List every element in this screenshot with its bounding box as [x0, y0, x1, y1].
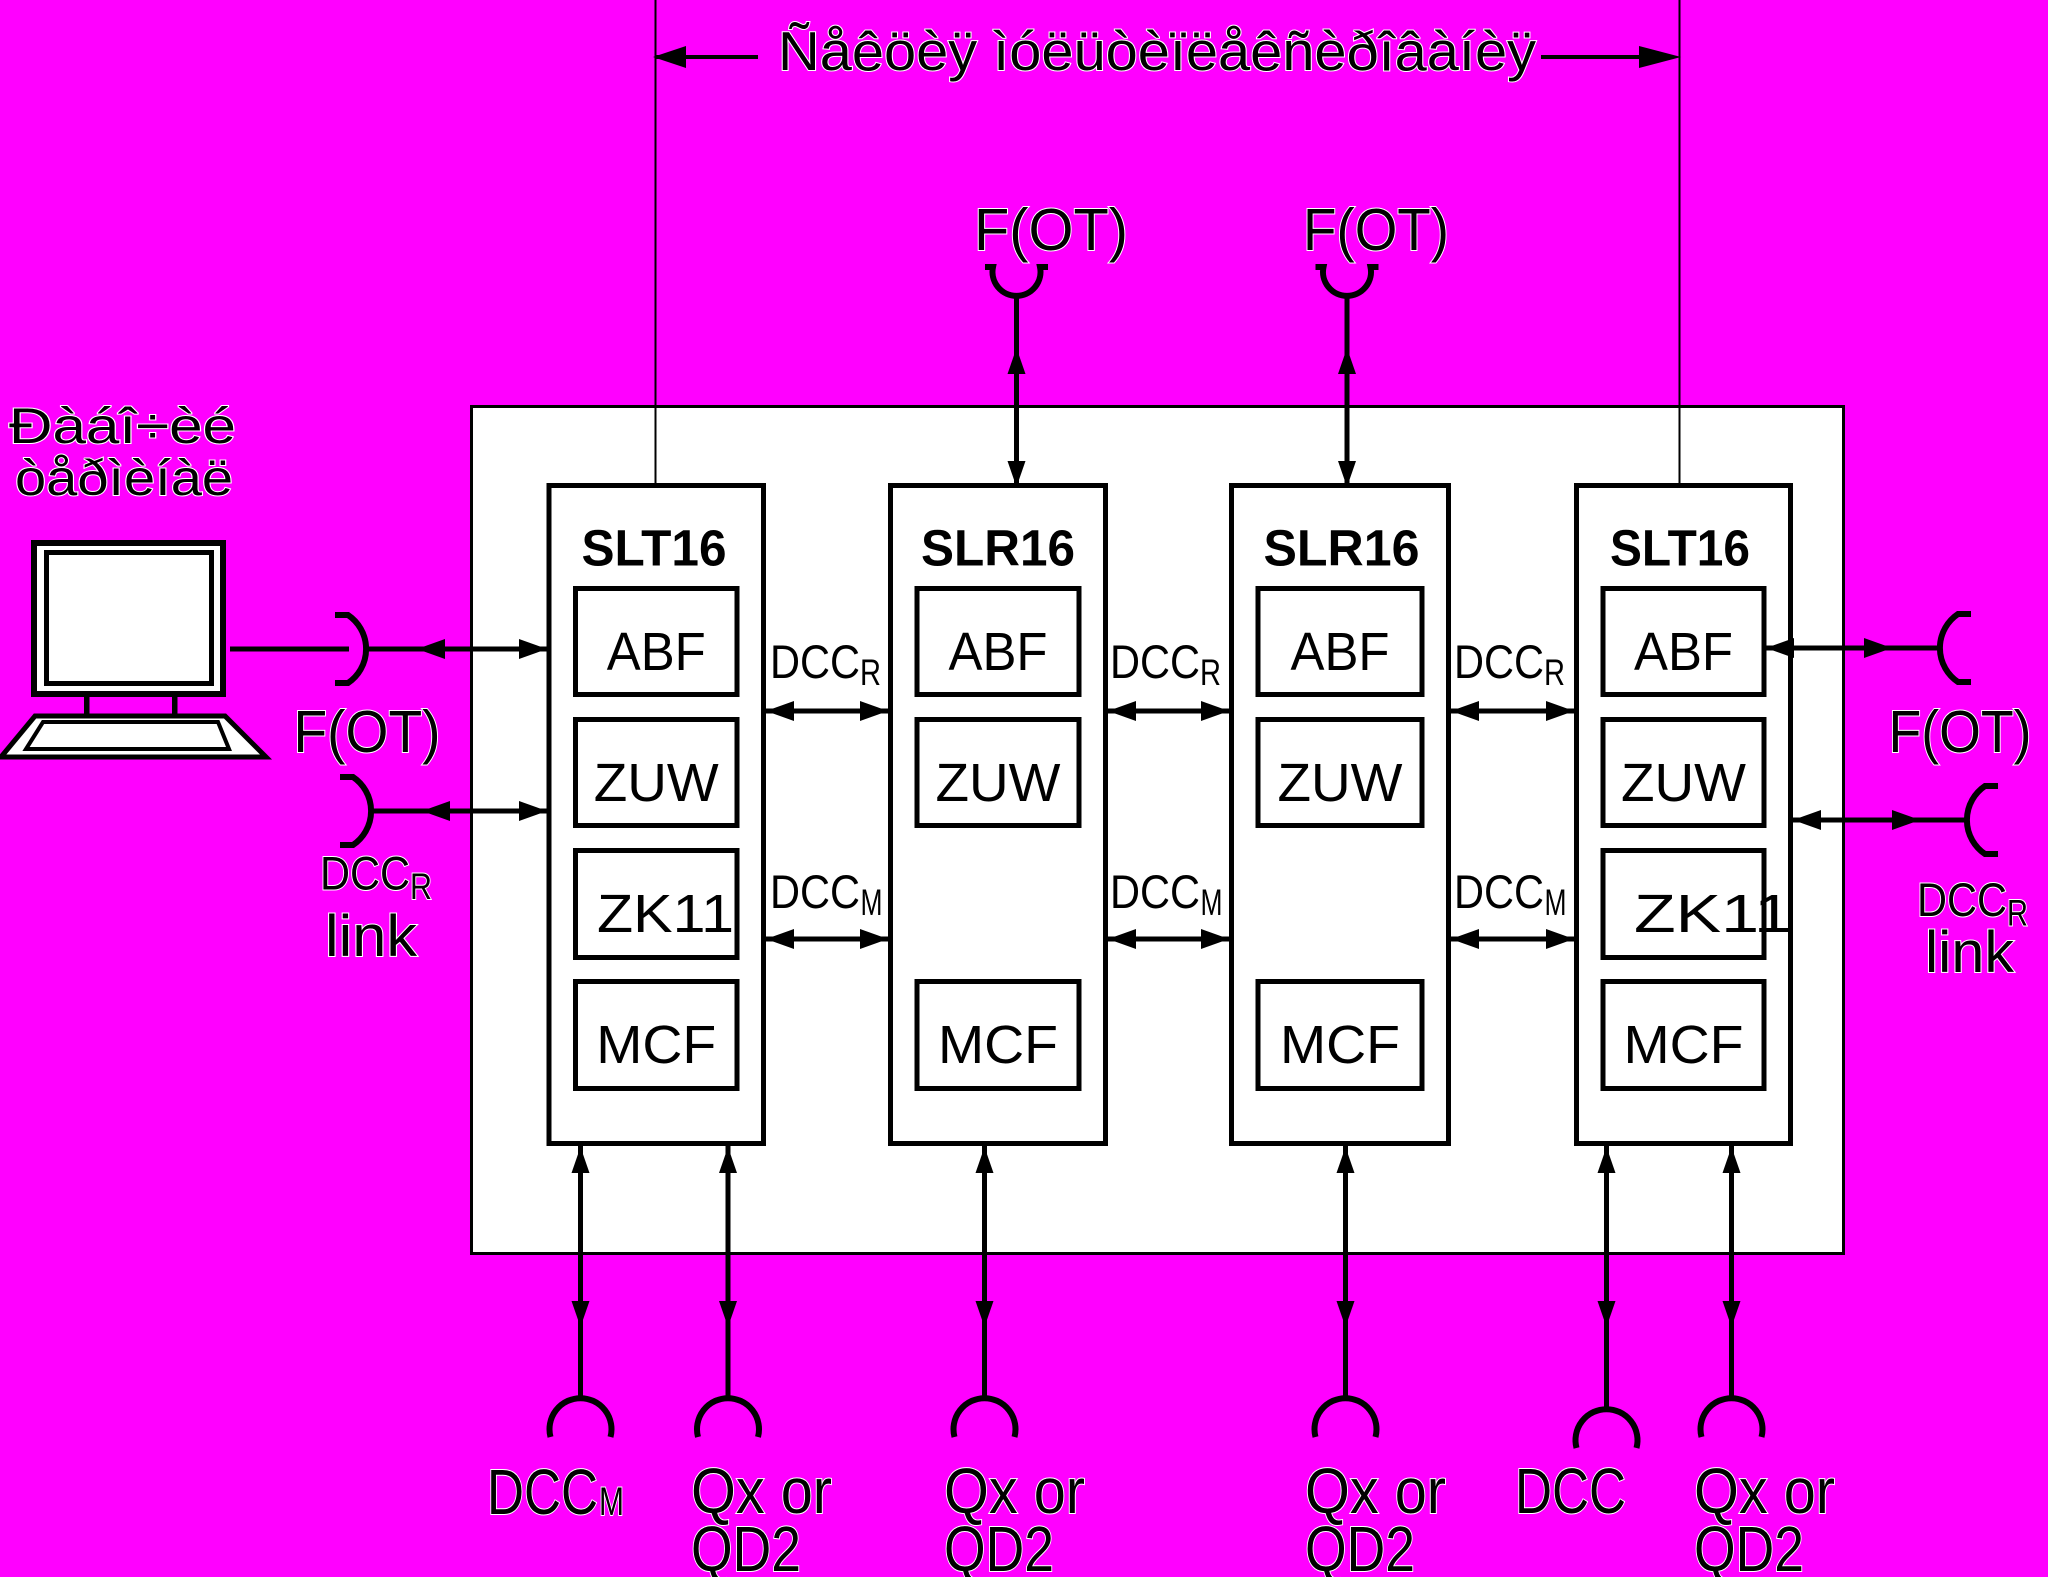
svg-text:M: M — [1201, 882, 1223, 923]
svg-text:R: R — [1200, 652, 1221, 693]
svg-text:ABF: ABF — [949, 622, 1048, 682]
svg-text:QD2: QD2 — [1305, 1513, 1415, 1577]
svg-text:M: M — [1545, 882, 1567, 923]
svg-text:ABF: ABF — [607, 622, 706, 682]
svg-text:DCC: DCC — [320, 847, 410, 900]
svg-text:ZK11: ZK11 — [1634, 884, 1792, 944]
svg-text:Qx or: Qx or — [1305, 1455, 1446, 1527]
svg-text:link: link — [1925, 920, 2015, 985]
svg-text:F(OT): F(OT) — [294, 699, 441, 765]
svg-text:M: M — [599, 1480, 624, 1524]
svg-text:Ñåêöèÿ ìóëüòèïëåêñèðîâàíèÿ: Ñåêöèÿ ìóëüòèïëåêñèðîâàíèÿ — [778, 20, 1537, 82]
svg-text:ZUW: ZUW — [1621, 753, 1746, 813]
svg-text:M: M — [861, 882, 883, 923]
svg-text:DCC: DCC — [1917, 873, 2007, 926]
svg-text:SLT16: SLT16 — [1610, 520, 1750, 577]
svg-text:MCF: MCF — [596, 1015, 716, 1075]
svg-text:òåðìèíàë: òåðìèíàë — [15, 450, 233, 506]
svg-text:SLT16: SLT16 — [582, 520, 727, 577]
svg-text:ABF: ABF — [1291, 622, 1390, 682]
svg-text:DCC: DCC — [770, 865, 860, 918]
svg-text:ZK11: ZK11 — [597, 884, 734, 944]
svg-text:F(OT): F(OT) — [1889, 699, 2032, 765]
svg-text:QD2: QD2 — [691, 1513, 801, 1577]
svg-text:Qx or: Qx or — [1694, 1455, 1835, 1527]
svg-text:F(OT): F(OT) — [974, 197, 1128, 263]
svg-text:R: R — [2007, 893, 2028, 934]
svg-text:Ðàáî÷èé: Ðàáî÷èé — [9, 398, 236, 454]
svg-text:DCC: DCC — [1454, 635, 1544, 688]
svg-text:F(OT): F(OT) — [1303, 197, 1449, 263]
svg-text:R: R — [1544, 652, 1565, 693]
svg-text:ZUW: ZUW — [936, 753, 1061, 813]
svg-text:DCC: DCC — [1515, 1455, 1626, 1527]
svg-text:DCC: DCC — [487, 1456, 598, 1528]
svg-text:Qx or: Qx or — [691, 1455, 832, 1527]
svg-text:DCC: DCC — [1110, 865, 1200, 918]
svg-text:link: link — [325, 904, 418, 969]
svg-text:ZUW: ZUW — [1278, 753, 1403, 813]
svg-text:MCF: MCF — [1280, 1015, 1400, 1075]
svg-text:QD2: QD2 — [944, 1513, 1054, 1577]
svg-text:ZUW: ZUW — [594, 753, 719, 813]
svg-text:MCF: MCF — [938, 1015, 1058, 1075]
svg-text:SLR16: SLR16 — [1264, 520, 1420, 577]
svg-text:MCF: MCF — [1624, 1015, 1744, 1075]
svg-text:QD2: QD2 — [1694, 1513, 1804, 1577]
svg-text:ABF: ABF — [1634, 622, 1733, 682]
svg-text:R: R — [410, 866, 432, 907]
svg-text:DCC: DCC — [770, 635, 860, 688]
svg-text:SLR16: SLR16 — [921, 520, 1075, 577]
svg-text:DCC: DCC — [1110, 635, 1200, 688]
svg-text:R: R — [860, 652, 881, 693]
svg-text:DCC: DCC — [1454, 865, 1544, 918]
svg-text:Qx or: Qx or — [944, 1455, 1085, 1527]
